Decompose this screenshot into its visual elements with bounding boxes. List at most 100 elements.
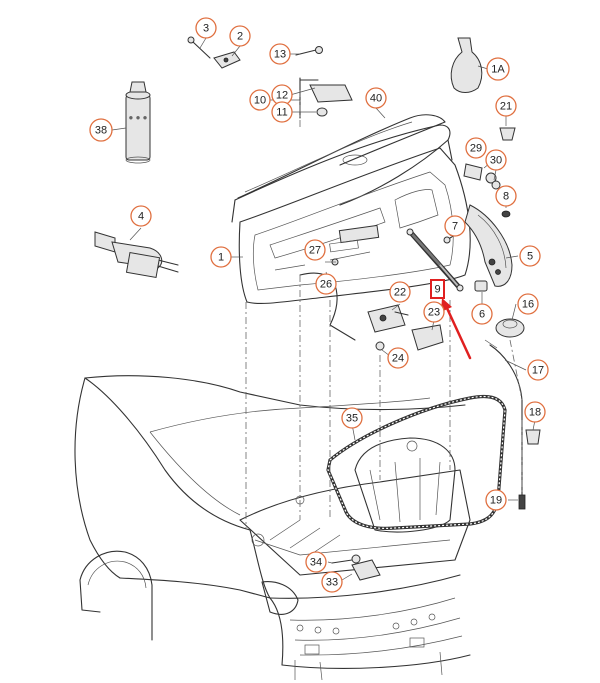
callout-35: 35 — [341, 407, 363, 429]
callout-ring — [495, 185, 517, 207]
callout-label: 19 — [490, 495, 502, 507]
callout-label: 40 — [370, 93, 382, 105]
callout-ring — [485, 149, 507, 171]
callout-ring — [485, 489, 507, 511]
callout-label: 18 — [529, 407, 541, 419]
callout-ring — [519, 245, 541, 267]
callout-33: 33 — [321, 571, 343, 593]
callout-40: 40 — [365, 87, 387, 109]
callout-ring — [365, 87, 387, 109]
callout-8: 8 — [495, 185, 517, 207]
callout-27: 27 — [304, 239, 326, 261]
callout-21: 21 — [495, 95, 517, 117]
callout-ring — [130, 205, 152, 227]
callout-2: 2 — [229, 25, 251, 47]
callout-3: 3 — [195, 17, 217, 39]
callout-18: 18 — [524, 401, 546, 423]
callout-ring — [524, 401, 546, 423]
callout-label: 11 — [276, 107, 287, 119]
callout-label: 29 — [470, 143, 482, 155]
callout-17: 17 — [527, 359, 549, 381]
callout-19: 19 — [485, 489, 507, 511]
callout-38: 38 — [89, 118, 113, 142]
callout-label: 4 — [138, 211, 144, 223]
callout-9: 9 — [430, 279, 445, 299]
callout-ring — [495, 95, 517, 117]
trunk-cavity — [239, 437, 471, 576]
svg-text:● ● ●: ● ● ● — [129, 113, 148, 122]
callout-label: 30 — [490, 155, 502, 167]
callout-label: 6 — [479, 309, 485, 321]
callout-label: 5 — [527, 251, 533, 263]
callout-label: 2 — [237, 31, 243, 43]
hardware: ● ● ● — [94, 36, 541, 581]
callout-10: 10 — [249, 89, 271, 111]
callout-ring — [271, 101, 293, 123]
callout-ring — [89, 118, 113, 142]
callout-layer: 3 2 13 12 10 11 40 1A 38 21 29 30 8 4 7 5 1 27 26 22 9 6 16 23 2… — [89, 17, 549, 593]
callout-label: 12 — [276, 90, 288, 102]
callout-16: 16 — [517, 293, 539, 315]
callout-label: 23 — [428, 307, 440, 319]
callout-label: 21 — [500, 101, 512, 113]
callout-ring — [444, 215, 466, 237]
callout-34: 34 — [305, 551, 327, 573]
callout-ring — [321, 571, 343, 593]
highlight-arrow — [441, 298, 472, 360]
callout-ring — [517, 293, 539, 315]
callout-ring — [305, 551, 327, 573]
callout-ring — [210, 246, 232, 268]
callout-ring — [389, 281, 411, 303]
callout-24: 24 — [387, 347, 409, 369]
callout-1: 1 — [210, 246, 232, 268]
callout-7: 7 — [444, 215, 466, 237]
callout-ring — [423, 301, 445, 323]
callout-1a: 1A — [486, 57, 510, 81]
callout-ring — [341, 407, 363, 429]
callout-9-box — [430, 279, 445, 299]
callout-ring — [527, 359, 549, 381]
callout-label: 13 — [274, 49, 286, 61]
callout-26: 26 — [315, 273, 337, 295]
callout-ring — [465, 137, 487, 159]
callout-ring — [269, 43, 291, 65]
callout-label: 7 — [452, 221, 458, 233]
callout-label: 3 — [203, 23, 209, 35]
leader-lines — [111, 37, 536, 581]
callout-label: 26 — [320, 279, 332, 291]
callout-label: 1A — [491, 64, 505, 76]
trunk-lid — [231, 124, 471, 305]
gas-strut — [406, 228, 464, 292]
callout-label: 34 — [310, 557, 322, 569]
callout-ring — [471, 303, 493, 325]
callout-ring — [315, 273, 337, 295]
callout-23: 23 — [423, 301, 445, 323]
trunk-seal — [326, 394, 507, 530]
callout-29: 29 — [465, 137, 487, 159]
callout-label: 24 — [392, 353, 404, 365]
callout-label: 38 — [95, 125, 107, 137]
lid-hinge — [464, 204, 513, 287]
callout-ring — [195, 17, 217, 39]
callout-22: 22 — [389, 281, 411, 303]
assembly-lines — [245, 90, 523, 528]
callout-label: 22 — [394, 287, 406, 299]
callout-ring — [387, 347, 409, 369]
callout-ring — [486, 57, 510, 81]
callout-5: 5 — [519, 245, 541, 267]
callout-ring — [229, 25, 251, 47]
callout-label: 16 — [522, 299, 534, 311]
callout-label: 10 — [254, 95, 266, 107]
callout-6: 6 — [471, 303, 493, 325]
callout-13: 13 — [269, 43, 291, 65]
callout-11: 11 — [271, 101, 293, 123]
callout-label: 27 — [309, 245, 321, 257]
callout-label: 8 — [503, 191, 509, 203]
callout-label: 33 — [326, 577, 338, 589]
car-body — [74, 375, 471, 681]
callout-30: 30 — [485, 149, 507, 171]
callout-label: 9 — [434, 284, 440, 296]
callout-ring — [304, 239, 326, 261]
